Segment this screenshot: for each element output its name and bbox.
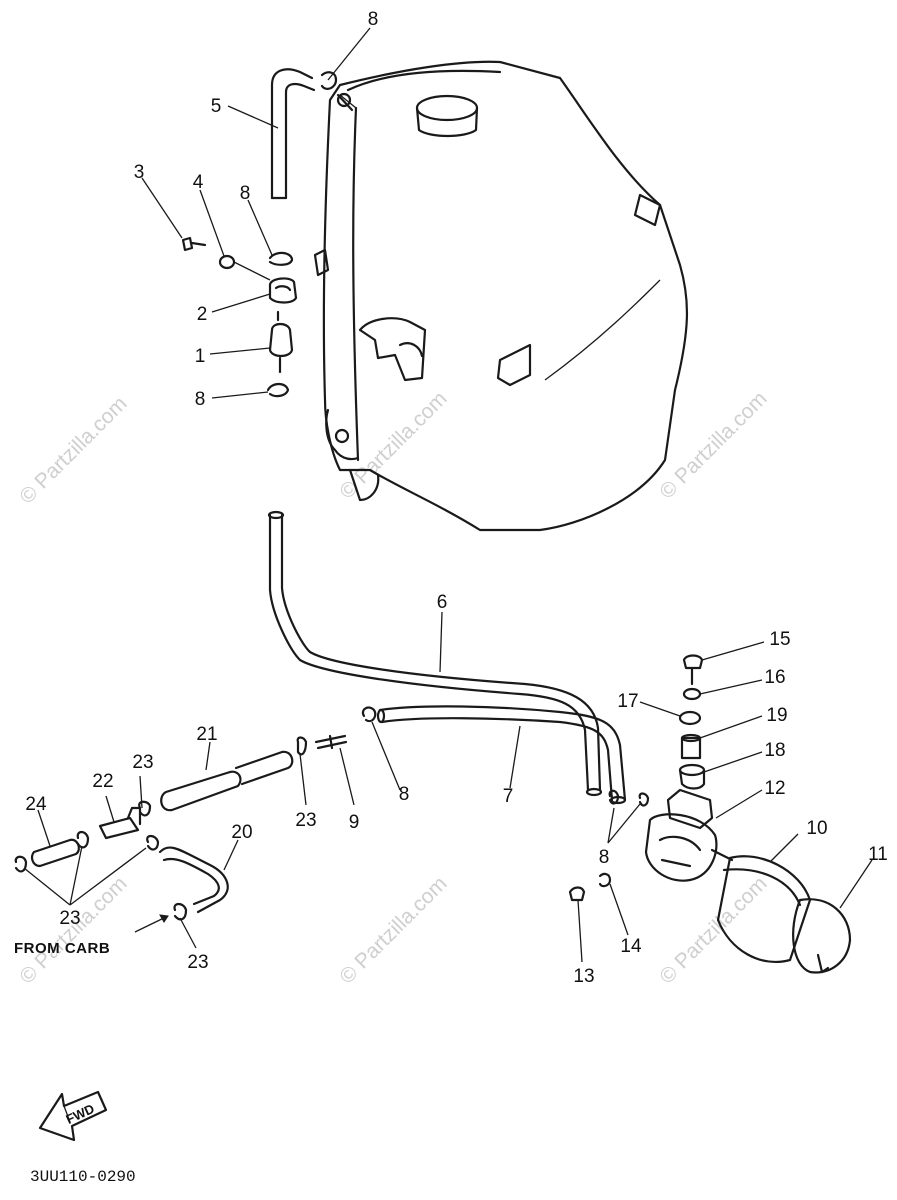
washer-17 bbox=[678, 710, 702, 726]
clip-23-b bbox=[138, 800, 152, 817]
callout-6: 6 bbox=[437, 592, 448, 613]
callout-9: 9 bbox=[349, 812, 360, 833]
fuel-tank bbox=[313, 60, 689, 532]
watermark-6: © Partzilla.com bbox=[655, 872, 771, 988]
fitting-22 bbox=[98, 806, 142, 840]
callout-19: 19 bbox=[766, 705, 787, 726]
cap-11 bbox=[792, 898, 852, 974]
callout-8: 8 bbox=[195, 389, 206, 410]
clip-8-upper bbox=[268, 251, 294, 266]
diagram-code: 3UU110-0290 bbox=[30, 1168, 136, 1186]
callout-8: 8 bbox=[599, 847, 610, 868]
clip-8-right bbox=[361, 706, 377, 723]
callout-21: 21 bbox=[196, 724, 217, 745]
bracket-12 bbox=[644, 788, 718, 882]
callout-18: 18 bbox=[764, 740, 785, 761]
bolt-3 bbox=[181, 236, 207, 252]
callout-12: 12 bbox=[764, 778, 785, 799]
fuel-filter-1 bbox=[268, 310, 294, 374]
washer-14 bbox=[598, 872, 612, 888]
callout-10: 10 bbox=[806, 818, 827, 839]
callout-23: 23 bbox=[132, 752, 153, 773]
clip-23-c bbox=[76, 830, 90, 849]
callout-7: 7 bbox=[503, 786, 514, 807]
callout-17: 17 bbox=[617, 691, 638, 712]
hose-5 bbox=[270, 68, 316, 200]
grommet-18 bbox=[678, 763, 706, 790]
hose-6 bbox=[267, 510, 603, 797]
callout-23: 23 bbox=[187, 952, 208, 973]
clip-23-e bbox=[146, 834, 160, 851]
clip-8-top bbox=[320, 71, 354, 112]
screw-15 bbox=[682, 654, 704, 686]
callout-4: 4 bbox=[193, 172, 204, 193]
bolt-13 bbox=[568, 886, 586, 902]
callout-8: 8 bbox=[240, 183, 251, 204]
tank-filler-neck bbox=[415, 94, 479, 122]
clip-23-a bbox=[296, 736, 308, 756]
hose-21 bbox=[160, 750, 294, 812]
callout-1: 1 bbox=[195, 346, 206, 367]
clamp-2 bbox=[268, 277, 298, 304]
callout-5: 5 bbox=[211, 96, 222, 117]
callout-23: 23 bbox=[59, 908, 80, 929]
collar-19 bbox=[680, 733, 702, 760]
clip-8-pump bbox=[608, 789, 650, 807]
fitting-9 bbox=[314, 734, 348, 750]
leader-lines bbox=[23, 27, 873, 963]
washer-4 bbox=[218, 254, 236, 270]
fuel-pump-10 bbox=[710, 848, 812, 963]
clip-23-f bbox=[173, 902, 188, 921]
watermark-5: © Partzilla.com bbox=[335, 872, 451, 988]
callout-22: 22 bbox=[92, 771, 113, 792]
callout-11: 11 bbox=[868, 844, 888, 865]
clip-8-lower bbox=[266, 382, 290, 398]
watermark-2: © Partzilla.com bbox=[335, 387, 451, 503]
callout-3: 3 bbox=[134, 162, 145, 183]
clip-23-d bbox=[14, 855, 28, 873]
hose-20 bbox=[158, 846, 229, 914]
fwd-arrow-icon: FWD bbox=[38, 1090, 108, 1142]
hose-24 bbox=[30, 838, 80, 868]
watermarks: © Partzilla.com © Partzilla.com © Partzi… bbox=[15, 387, 771, 988]
callout-24: 24 bbox=[25, 794, 47, 815]
callout-15: 15 bbox=[769, 629, 790, 650]
callout-14: 14 bbox=[620, 936, 642, 957]
callout-8: 8 bbox=[368, 9, 379, 30]
callout-8: 8 bbox=[399, 784, 410, 805]
callout-labels: 8 5 3 4 8 2 1 8 6 15 16 17 19 18 12 10 1… bbox=[25, 9, 887, 987]
callout-13: 13 bbox=[573, 966, 594, 987]
watermark-1: © Partzilla.com bbox=[15, 392, 131, 508]
callout-16: 16 bbox=[764, 667, 785, 688]
callout-20: 20 bbox=[231, 822, 252, 843]
callout-2: 2 bbox=[197, 304, 208, 325]
callout-23: 23 bbox=[295, 810, 316, 831]
from-carb-label: FROM CARB bbox=[14, 940, 111, 957]
washer-16 bbox=[682, 687, 702, 701]
